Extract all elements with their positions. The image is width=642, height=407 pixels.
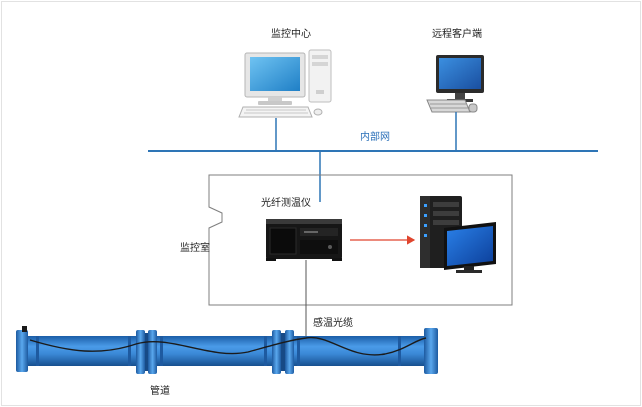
fiber-thermometer-label: 光纤测温仪 [261,198,311,209]
monitor-center-label: 监控中心 [271,29,311,40]
sensing-cable-label: 感温光缆 [313,318,353,329]
workstation-icon [426,55,484,113]
monitor-room-label: 监控室 [180,243,210,254]
desktop-computer-icon [238,49,332,118]
monitor-room-box [208,174,513,306]
remote-client-label: 远程客户端 [432,29,482,40]
server-with-monitor-icon [420,196,496,273]
intranet-line [148,112,598,202]
sensing-cable-path [29,336,427,356]
pipeline-label: 管道 [150,386,170,397]
intranet-label: 内部网 [360,132,390,143]
rack-instrument-icon [266,219,342,261]
